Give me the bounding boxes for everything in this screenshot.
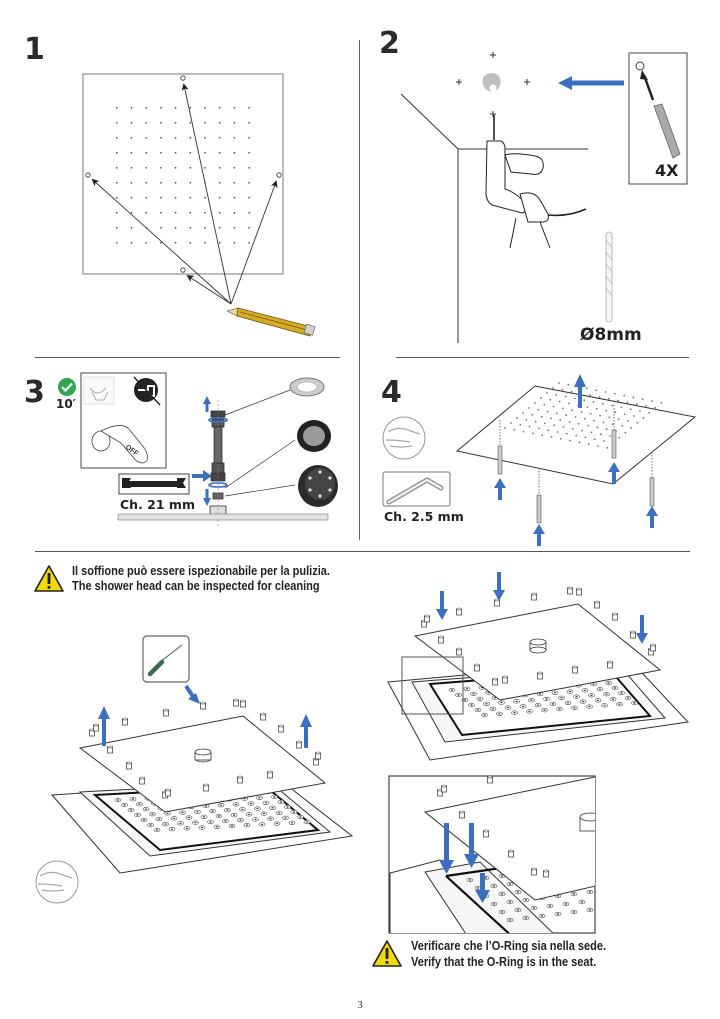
no-water-icon [133, 376, 161, 406]
inspection-note-italian: Il soffione può essere ispezionabile per… [72, 564, 330, 578]
wait-time: 10′ [56, 397, 76, 411]
pencil-icon [226, 307, 316, 337]
filter-icon [297, 420, 331, 452]
divider-step2-step4 [396, 357, 689, 358]
column-divider [359, 40, 360, 540]
step-number: 1 [24, 32, 45, 67]
step-number: 3 [24, 375, 45, 410]
wrench-size: Ch. 21 mm [120, 497, 195, 512]
anchor-quantity: 4X [655, 161, 679, 180]
inspection-note-english: The shower head can be inspected for cle… [72, 579, 320, 593]
arrow-icon [558, 76, 624, 90]
template-diagram [82, 73, 316, 337]
o-ring-icon [289, 377, 325, 397]
gloves-icon [382, 416, 426, 460]
drill-bit-icon [605, 231, 613, 323]
drill-icon [485, 115, 587, 249]
nozzle-icon [298, 465, 338, 507]
shutoff-diagram: OFF [80, 372, 338, 528]
arrow-icon [494, 374, 658, 546]
divider-step1-step3 [35, 357, 340, 358]
hex-key-size: Ch. 2.5 mm [384, 509, 464, 524]
warning-icon [372, 940, 402, 967]
gloves-icon [35, 860, 79, 904]
check-icon [58, 378, 76, 396]
warning-icon [34, 565, 64, 592]
oring-note-english: Verify that the O-Ring is in the seat. [411, 955, 597, 969]
faceplate-diagram [382, 374, 697, 546]
valve-icon [91, 425, 148, 464]
wrench-icon [122, 478, 186, 488]
drill-bit-size: Ø8mm [580, 325, 642, 345]
arrow-icon [439, 823, 490, 903]
step-number: 2 [379, 26, 400, 61]
drilling-diagram [400, 52, 688, 343]
wall-anchor-icon [635, 61, 681, 159]
arrow-icon [436, 572, 648, 644]
page-number: 3 [357, 999, 363, 1011]
oring-note-italian: Verificare che l’O-Ring sia nella sede. [411, 939, 607, 953]
detail-callout-box [401, 656, 464, 715]
divider-steps-cleaning [35, 551, 690, 552]
screwdriver-icon [142, 635, 190, 683]
step-number: 4 [381, 375, 402, 410]
arrow-icon [98, 706, 312, 748]
hex-key-icon [386, 477, 444, 505]
